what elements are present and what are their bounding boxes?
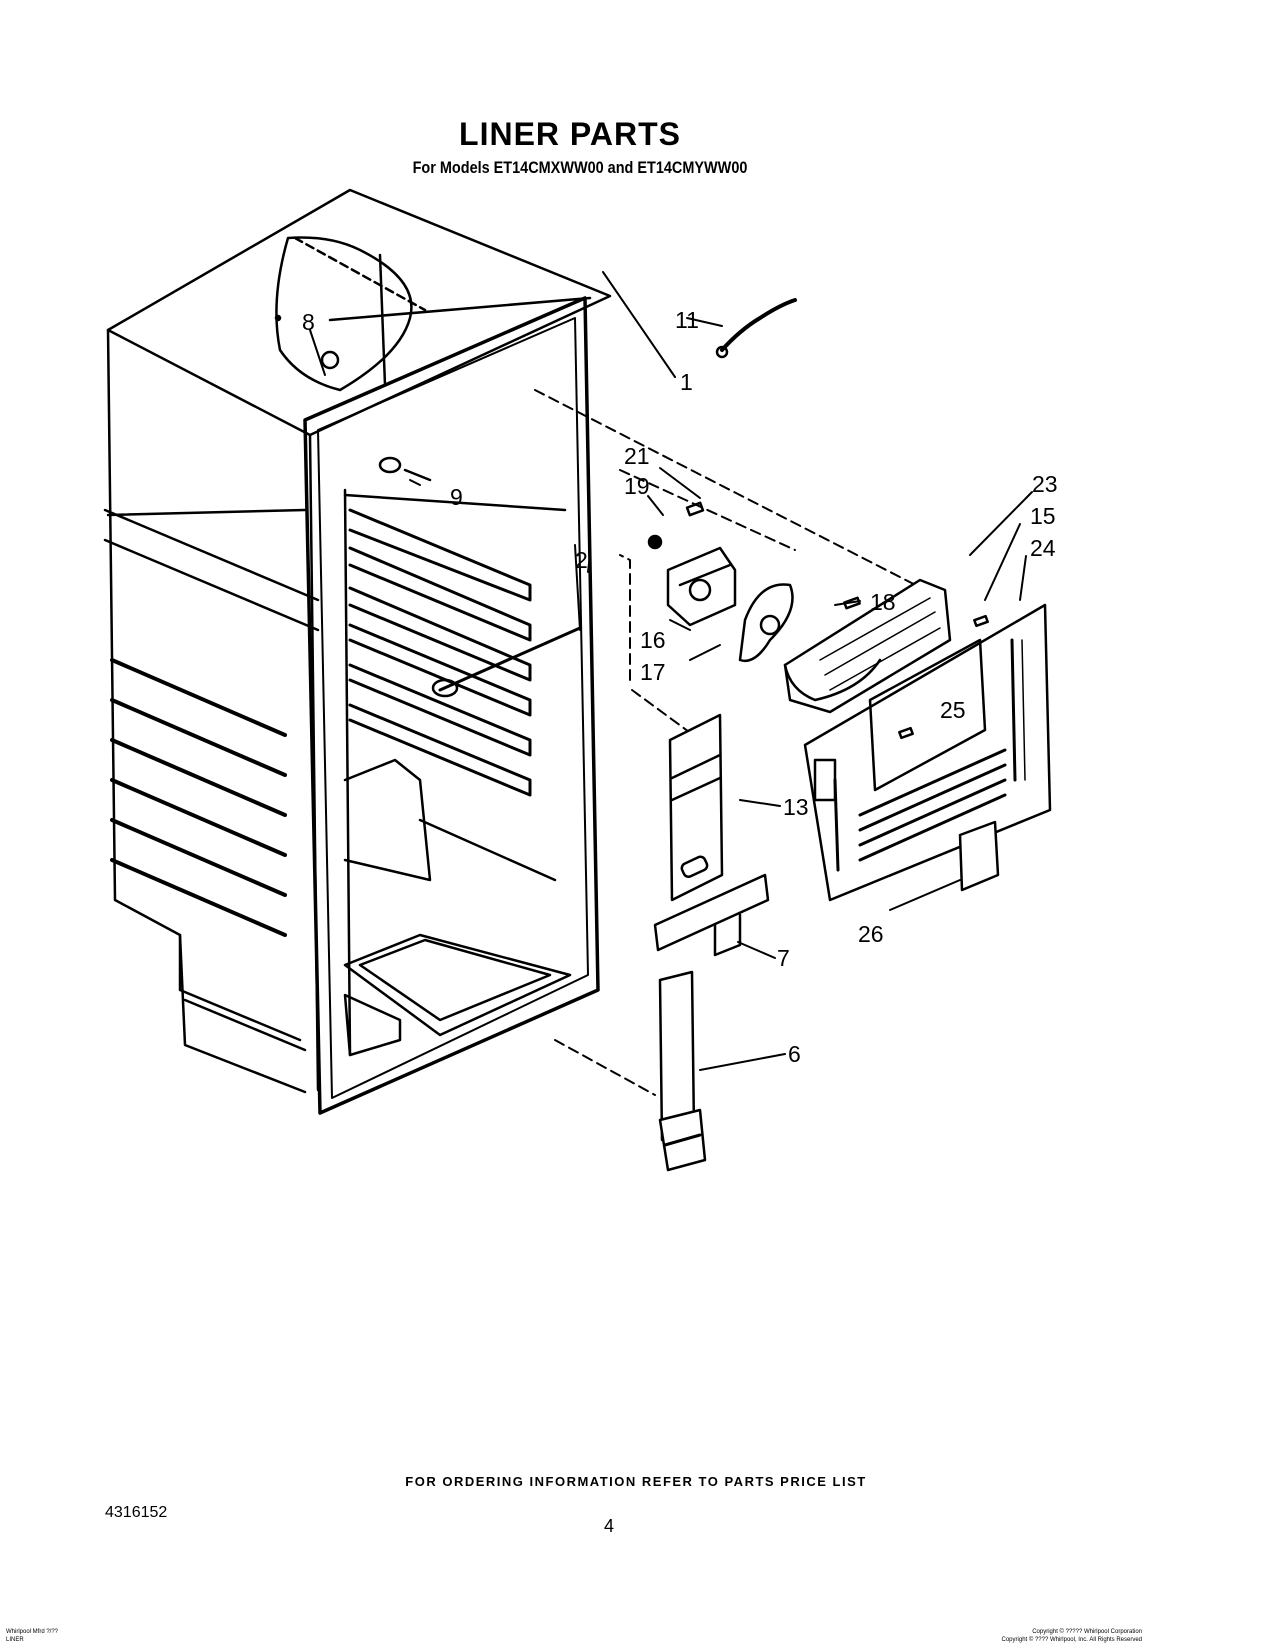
callout-25: 25 xyxy=(940,697,966,723)
liner-front-frame xyxy=(303,296,600,1115)
callout-11: 11 xyxy=(675,307,699,333)
page-number: 4 xyxy=(604,1516,615,1536)
callout-13: 13 xyxy=(783,794,809,820)
ordering-note: FOR ORDERING INFORMATION REFER TO PARTS … xyxy=(405,1474,867,1489)
callout-16: 16 xyxy=(640,627,666,653)
callout-23: 23 xyxy=(1032,471,1058,497)
callout-2: 2 xyxy=(575,547,588,573)
callout-24: 24 xyxy=(1030,535,1056,561)
fan-motor-assembly xyxy=(647,501,794,663)
callout-19: 19 xyxy=(624,473,650,499)
bottom-right-line2: Copyright © ???? Whirlpool, Inc. All Rig… xyxy=(1001,1637,1142,1643)
callout-6: 6 xyxy=(788,1041,801,1067)
callout-17: 17 xyxy=(640,659,666,685)
callout-7: 7 xyxy=(777,945,790,971)
bottom-right-copyright: Copyright © ????? Whirlpool Corporation … xyxy=(1002,1628,1142,1644)
air-duct-item-23 xyxy=(783,578,989,714)
callout-9: 9 xyxy=(450,484,463,510)
page-title: LINER PARTS xyxy=(459,116,681,152)
callout-8: 8 xyxy=(302,309,315,335)
callout-15: 15 xyxy=(1030,503,1056,529)
liner-interior xyxy=(343,456,582,1057)
bracket-item-7 xyxy=(653,873,770,957)
bottom-left-line2: LINER xyxy=(6,1637,24,1643)
callout-18: 18 xyxy=(870,589,896,615)
bottom-left-fineprint: Whirlpool Mfrd ?/?? LINER xyxy=(6,1628,58,1644)
callout-26: 26 xyxy=(858,921,884,947)
callout-labels: 1 2 6 7 8 9 11 13 15 16 17 18 19 21 23 2… xyxy=(302,307,1058,1067)
pad-item-26 xyxy=(958,820,1000,892)
callout-21: 21 xyxy=(624,443,650,469)
item-11-wire xyxy=(715,298,797,359)
callout-1: 1 xyxy=(680,369,693,395)
models-subtitle: For Models ET14CMXWW00 and ET14CMYWW00 xyxy=(412,158,748,177)
bottom-left-line1: Whirlpool Mfrd ?/?? xyxy=(6,1629,59,1635)
panel-item-13 xyxy=(668,713,724,902)
cabinet-shell xyxy=(103,188,612,1094)
bottom-right-line1: Copyright © ????? Whirlpool Corporation xyxy=(1032,1629,1142,1635)
panel-item-6 xyxy=(658,970,707,1172)
document-number: 4316152 xyxy=(105,1504,168,1521)
